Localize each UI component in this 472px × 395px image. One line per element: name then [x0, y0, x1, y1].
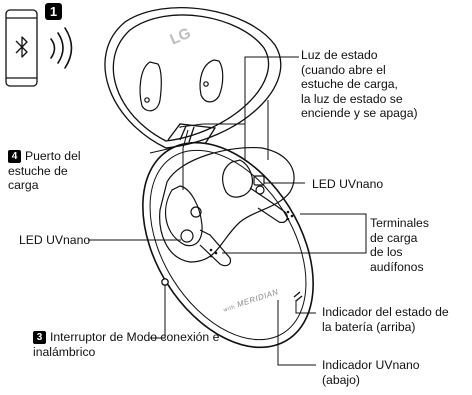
left-earbud [164, 185, 232, 267]
led-uvnano-right-label: LED UVnano [312, 177, 384, 191]
uvnano-indicator-label: Indicador UVnano (abajo) [322, 358, 420, 387]
bluetooth-icon [15, 36, 28, 58]
battery-indicator-label: Indicador del estado de la batería (arri… [322, 305, 449, 334]
case-hinge [167, 123, 217, 145]
indicator-lights [293, 291, 303, 302]
led-uvnano-left [180, 229, 194, 243]
mode-switch [161, 278, 169, 286]
lid-earbud-cavities [139, 59, 224, 112]
status-light-label: Luz de estado (cuando abre el estuche de… [301, 48, 418, 120]
callout-lines [88, 56, 367, 366]
phone-icon [5, 9, 38, 87]
step-4-badge: 4 [8, 150, 21, 163]
step-3-badge: 3 [33, 331, 46, 344]
charging-tray [159, 146, 295, 263]
charging-terminal-dots [209, 210, 294, 258]
led-uvnano-right [253, 175, 265, 186]
led-uvnano-left-label: LED UVnano [19, 233, 91, 247]
case-lid [104, 6, 282, 149]
wireless-signal-icon [50, 27, 73, 69]
charging-terminals-label: Terminales de carga de los audífonos [370, 216, 429, 274]
step-1-badge: 1 [45, 3, 62, 20]
